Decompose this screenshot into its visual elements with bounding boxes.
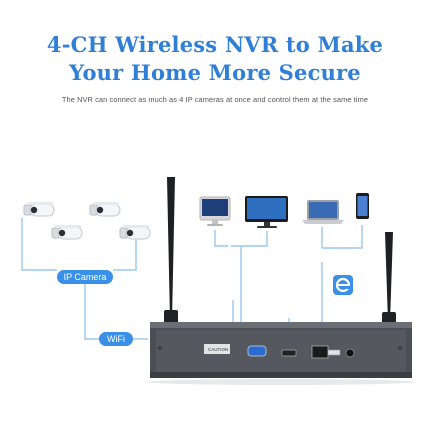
- vga-port: [247, 345, 267, 357]
- wifi-antenna-icon: [382, 232, 396, 328]
- caution-label: CAUTION: [208, 347, 228, 352]
- headline-line-2: Your Home More Secure: [69, 60, 361, 85]
- ip-camera-icon: [89, 202, 121, 217]
- wifi-label: WiFi: [99, 332, 133, 346]
- wifi-antenna-icon: [164, 177, 178, 328]
- device-shadow: [147, 379, 415, 385]
- ip-camera-icon: [119, 225, 151, 240]
- camera-group-bracket: [21, 218, 148, 340]
- usb-port: [327, 349, 341, 356]
- nvr-device: CAUTION: [150, 322, 412, 378]
- ip-camera-icon: [51, 225, 83, 240]
- headline-line-1: 4-CH Wireless NVR to Make: [46, 32, 384, 57]
- ip-camera-label: IP Camera: [57, 270, 113, 284]
- description-text: The NVR can connect as much as 4 IP came…: [61, 95, 369, 104]
- power-port: [345, 348, 355, 358]
- lan-port: [311, 345, 329, 359]
- browser-logo-icon: [333, 275, 353, 295]
- laptop-icon: [302, 200, 344, 224]
- monitor-icon: [245, 196, 288, 228]
- smartphone-icon: [356, 193, 369, 219]
- ip-camera-icon: [23, 202, 55, 217]
- hdmi-port: [281, 349, 297, 357]
- desktop-monitor-icon: [199, 196, 231, 226]
